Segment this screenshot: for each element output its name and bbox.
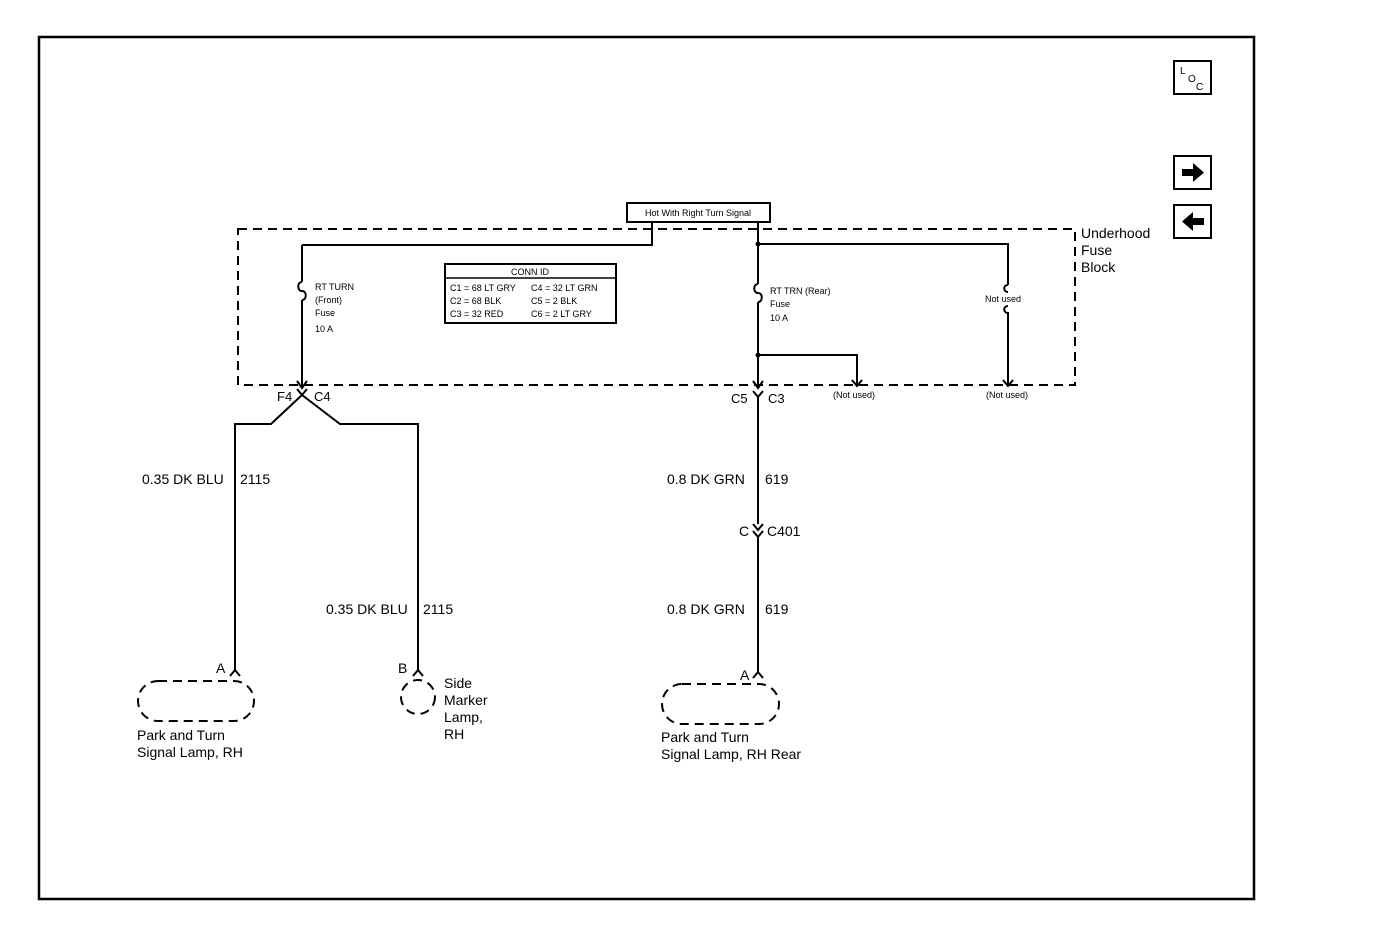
arrow-left-icon — [1182, 212, 1204, 231]
connector-c5: C5 — [731, 391, 748, 406]
side-marker-label-3: Lamp, — [444, 709, 483, 725]
fuse-front-label-1: RT TURN — [315, 282, 354, 292]
wire-left-2115 — [234, 394, 303, 670]
pin-b-icon — [412, 668, 424, 677]
fuse-front-icon — [297, 281, 307, 301]
not-used-out-2: (Not used) — [986, 390, 1028, 400]
fuse-front-label-3: Fuse — [315, 308, 335, 318]
conn-id-c2: C2 = 68 BLK — [450, 296, 501, 306]
next-page-button[interactable] — [1173, 155, 1212, 190]
connector-c401: C401 — [767, 523, 801, 539]
wire-rear-color-1: 0.8 DK GRN — [667, 471, 745, 487]
hot-label-box — [626, 202, 771, 223]
wire-left-circuit: 2115 — [240, 471, 270, 487]
connector-c3: C3 — [768, 391, 785, 406]
connector-c401-icon — [752, 523, 764, 539]
conn-id-c5: C5 = 2 BLK — [531, 296, 577, 306]
front-fuse-arrow-icon — [296, 380, 308, 390]
pin-a-left-icon — [229, 668, 241, 677]
wire-mid-circuit: 2115 — [423, 601, 453, 617]
not-used-inside: Not used — [985, 294, 1021, 304]
wire-rear-circuit-2: 619 — [765, 601, 789, 617]
not-used-arrow-1-icon — [851, 379, 863, 388]
connector-f4-c4-icon — [296, 388, 308, 397]
conn-id-c1: C1 = 68 LT GRY — [450, 283, 516, 293]
side-marker-label-2: Marker — [444, 692, 488, 708]
pin-a-left: A — [216, 660, 226, 676]
park-turn-lamp-rh-rear — [661, 683, 780, 725]
pin-a-right: A — [740, 667, 750, 683]
fuse-block-outline — [237, 228, 1076, 386]
loc-letter-o: O — [1188, 74, 1196, 85]
feed-bus-rear — [757, 222, 1009, 285]
not-used-out-1: (Not used) — [833, 390, 875, 400]
pin-a-right-icon — [752, 670, 764, 679]
previous-page-button[interactable] — [1173, 204, 1212, 239]
side-marker-label-4: RH — [444, 726, 464, 742]
conn-id-title: CONN ID — [511, 267, 550, 277]
fuse-rear-label-3: 10 A — [770, 313, 788, 323]
location-button[interactable]: L O C — [1173, 60, 1212, 95]
conn-id-c4: C4 = 32 LT GRN — [531, 283, 597, 293]
not-used-branch-1 — [758, 354, 858, 386]
connector-c5-c3-icon — [752, 390, 764, 399]
loc-letter-l: L — [1180, 66, 1186, 77]
wire-mid-color: 0.35 DK BLU — [326, 601, 408, 617]
fuse-rear-label-1: RT TRN (Rear) — [770, 286, 831, 296]
fuse-rear-icon — [753, 283, 763, 303]
park-turn-rh-label-1: Park and Turn — [137, 727, 225, 743]
not-used-fuse-top-icon — [1003, 284, 1009, 293]
park-turn-rear-label-1: Park and Turn — [661, 729, 749, 745]
wire-left-color: 0.35 DK BLU — [142, 471, 224, 487]
conn-id-table: CONN ID C1 = 68 LT GRY C2 = 68 BLK C3 = … — [444, 263, 617, 324]
fuse-block-title-1: Underhood — [1081, 225, 1150, 241]
side-marker-lamp-rh — [400, 679, 436, 715]
connector-c: C — [739, 523, 749, 539]
hot-label: Hot With Right Turn Signal — [645, 208, 751, 218]
fuse-front-label-2: (Front) — [315, 295, 342, 305]
pin-b: B — [398, 660, 407, 676]
loc-letter-c: C — [1196, 82, 1203, 93]
not-used-fuse-bottom-icon — [1003, 305, 1009, 386]
connector-c4: C4 — [314, 389, 331, 404]
arrow-right-icon — [1182, 163, 1204, 182]
rear-fuse-arrow-icon — [752, 380, 764, 390]
connector-f4: F4 — [277, 389, 292, 404]
conn-id-c3: C3 = 32 RED — [450, 309, 504, 319]
fuse-front-label-4: 10 A — [315, 324, 333, 334]
fuse-rear-label-2: Fuse — [770, 299, 790, 309]
park-turn-rear-label-2: Signal Lamp, RH Rear — [661, 746, 801, 762]
feed-wire-front — [302, 222, 653, 246]
wire-rear-color-2: 0.8 DK GRN — [667, 601, 745, 617]
conn-id-c6: C6 = 2 LT GRY — [531, 309, 592, 319]
wire-mid-2115 — [301, 394, 419, 670]
wire-rear-circuit-1: 619 — [765, 471, 789, 487]
fuse-block-title-3: Block — [1081, 259, 1116, 275]
diagram-frame — [37, 35, 1256, 901]
park-turn-lamp-rh — [137, 680, 255, 722]
fuse-block-title-2: Fuse — [1081, 242, 1112, 258]
park-turn-rh-label-2: Signal Lamp, RH — [137, 744, 243, 760]
not-used-arrow-2-icon — [1002, 379, 1014, 388]
side-marker-label-1: Side — [444, 675, 472, 691]
